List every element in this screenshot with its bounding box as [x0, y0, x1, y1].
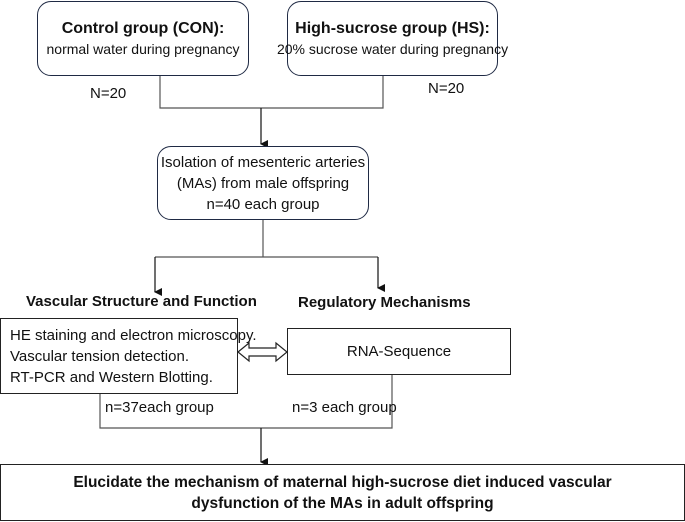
hs-n: N=20: [428, 80, 465, 97]
regulatory-heading: Regulatory Mechanisms: [298, 294, 471, 311]
regulatory-n: n=3 each group: [292, 399, 397, 416]
control-group-box: Control group (CON): normal water during…: [37, 1, 249, 76]
method-item: HE staining and electron microscopy.: [10, 326, 257, 344]
isolation-line: Isolation of mesenteric arteries: [160, 153, 366, 171]
vascular-methods-box: HE staining and electron microscopy. Vas…: [0, 318, 257, 394]
double-arrow-icon: [237, 341, 288, 363]
hs-title: High-sucrose group (HS):: [295, 19, 490, 37]
isolation-line: (MAs) from male offspring: [176, 174, 350, 192]
rna-sequence-label: RNA-Sequence: [346, 343, 452, 360]
control-title: Control group (CON):: [61, 19, 225, 37]
isolation-box: Isolation of mesenteric arteries (MAs) f…: [157, 146, 369, 220]
control-subtitle: normal water during pregnancy: [46, 40, 240, 57]
high-sucrose-group-box: High-sucrose group (HS): 20% sucrose wat…: [277, 1, 508, 76]
method-item: Vascular tension detection.: [10, 347, 189, 365]
rna-sequence-box: RNA-Sequence: [287, 328, 511, 375]
conclusion-box: Elucidate the mechanism of maternal high…: [0, 464, 685, 521]
vascular-heading: Vascular Structure and Function: [26, 293, 257, 310]
vascular-n: n=37each group: [105, 399, 214, 416]
method-item: RT-PCR and Western Blotting.: [10, 368, 213, 386]
isolation-line: n=40 each group: [206, 195, 320, 213]
merge-line-bottom: [99, 374, 393, 429]
conclusion-line: dysfunction of the MAs in adult offsprin…: [191, 494, 494, 512]
hs-subtitle: 20% sucrose water during pregnancy: [276, 40, 509, 57]
conclusion-line: Elucidate the mechanism of maternal high…: [73, 473, 612, 491]
control-n: N=20: [90, 85, 127, 102]
merge-line-top: [159, 75, 384, 109]
